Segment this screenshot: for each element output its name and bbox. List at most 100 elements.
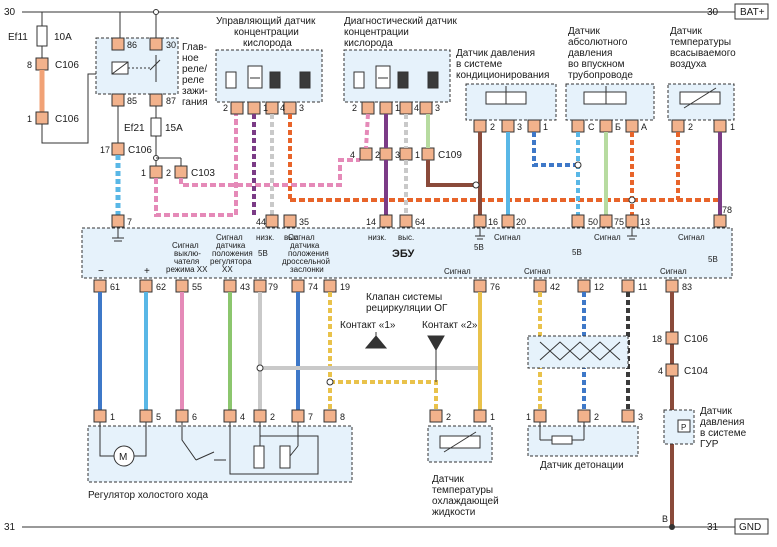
ps-title-4: ГУР — [700, 439, 719, 450]
svg-text:2: 2 — [223, 103, 228, 113]
ecu-pin-61: 61 — [110, 282, 120, 292]
ecu-iac-sig-2: выклю- — [174, 249, 201, 258]
svg-text:4: 4 — [280, 103, 285, 113]
ecu-pin-50: 50 — [588, 217, 598, 227]
ecu-tps-thr-1: Сигнал — [288, 233, 315, 242]
ecu-high-35: выс. — [284, 233, 300, 242]
svg-text:4: 4 — [350, 150, 355, 160]
ecu-low-44: низк. — [256, 233, 274, 242]
ecu-pin-74: 74 — [308, 282, 318, 292]
iat-title-4: воздуха — [670, 59, 707, 70]
ect-title-3: охлаждающей — [432, 496, 499, 507]
c103-label: C103 — [191, 168, 215, 179]
svg-text:1: 1 — [27, 114, 32, 124]
relay-pin-30: 30 — [166, 40, 176, 50]
svg-text:17: 17 — [100, 145, 110, 155]
egr-valve: Клапан системы рециркуляции ОГ Контакт «… — [340, 292, 478, 352]
svg-text:2: 2 — [688, 122, 693, 132]
rail-top-right-num: 30 — [707, 7, 719, 18]
ecu-sig-20: Сигнал — [494, 233, 521, 242]
ecu-top-pins: 7 44 35 14 64 16 20 50 75 13 78 — [111, 205, 732, 228]
ecu-pin-19: 19 — [340, 282, 350, 292]
svg-text:8: 8 — [340, 412, 345, 422]
ecu-sig-83: Сигнал — [660, 267, 687, 276]
map-title-5: трубопроводе — [568, 69, 633, 81]
ecu-sig-78: Сигнал — [678, 233, 705, 242]
ps-title-3: в системе — [700, 428, 747, 439]
iat-sensor: Датчик температуры всасываемого воздуха … — [667, 26, 736, 133]
ecu-5v-50: 5В — [572, 248, 582, 257]
ecu-tps-iac-1: Сигнал — [216, 233, 243, 242]
ps-sensor: 18 C106 4 C104 P Датчик давления в систе… — [652, 292, 747, 530]
o2-control-sensor: Управляющий датчик концентрации кислород… — [215, 16, 323, 115]
ecu-pin-83: 83 — [682, 282, 692, 292]
rail-bottom-label: GND — [739, 522, 761, 533]
o2d-title-2: концентрации — [344, 27, 409, 38]
ecu-minus: − — [98, 266, 104, 277]
ecu-tps-iac-4: регулятора — [210, 257, 252, 266]
relay-title-6: гания — [182, 97, 208, 108]
svg-text:7: 7 — [308, 412, 313, 422]
svg-text:3: 3 — [435, 103, 440, 113]
ecu-iac-sig-4: режима ХХ — [166, 265, 208, 274]
c106-left-bottom: C106 — [55, 114, 79, 125]
rail-top-left-num: 30 — [4, 7, 16, 18]
idle-regulator: 1 5 6 4 2 7 8 M Регулятор холостого хода — [87, 409, 353, 501]
fuse-ef11: Ef11 10A C106 8 1 C106 — [8, 12, 100, 144]
egr-contact-1: Контакт «1» — [340, 320, 396, 331]
svg-text:2: 2 — [446, 412, 451, 422]
relay-title-3: реле/ — [182, 64, 207, 75]
ecu-pin-76: 76 — [490, 282, 500, 292]
ground-letter: B — [662, 514, 668, 524]
svg-text:2: 2 — [166, 168, 171, 178]
ecu-tps-iac-3: положения — [212, 249, 253, 258]
egr-title-2: рециркуляции ОГ — [366, 303, 448, 314]
iat-title-3: всасываемого — [670, 48, 736, 59]
ecu-pin-43: 43 — [240, 282, 250, 292]
svg-text:3: 3 — [517, 122, 522, 132]
rail-top-label: BAT+ — [740, 7, 765, 18]
ac-title-2: в системе — [456, 59, 503, 70]
svg-text:5: 5 — [156, 412, 161, 422]
ecu-sig-75: Сигнал — [594, 233, 621, 242]
iat-title-1: Датчик — [670, 26, 702, 37]
c106-ps: C106 — [684, 334, 708, 345]
ecu-inner-labels: низк. выс. низк. выс. 5В Сигнал 5В Сигна… — [98, 228, 718, 277]
ecu-pin-13: 13 — [640, 217, 650, 227]
ecu-5v-79: 5В — [258, 249, 268, 258]
ecu-pin-44: 44 — [256, 217, 266, 227]
ps-title-2: давления — [700, 417, 744, 428]
ecu-pin-75: 75 — [614, 217, 624, 227]
fuse-ef11-rating: 10A — [54, 32, 72, 43]
o2c-title-2: концентрации — [234, 27, 299, 38]
ecu-pin-20: 20 — [516, 217, 526, 227]
svg-text:2: 2 — [270, 412, 275, 422]
ecu-pin-16: 16 — [488, 217, 498, 227]
ecu-pin-11: 11 — [638, 282, 647, 292]
relay-title-1: Глав- — [182, 42, 207, 53]
ecu-pin-64: 64 — [415, 217, 425, 227]
svg-text:3: 3 — [395, 150, 400, 160]
relay-pin-87: 87 — [166, 96, 176, 106]
ecu-pin-78: 78 — [722, 205, 732, 215]
svg-text:2: 2 — [375, 150, 380, 160]
svg-text:8: 8 — [27, 60, 32, 70]
svg-text:6: 6 — [192, 412, 197, 422]
gnd-rail: 31 31 GND — [4, 518, 769, 535]
svg-text:1: 1 — [415, 150, 420, 160]
svg-text:1: 1 — [110, 412, 115, 422]
egr-contact-2: Контакт «2» — [422, 320, 478, 331]
o2c-title-3: кислорода — [243, 38, 292, 49]
relay-title-2: ное — [182, 53, 199, 64]
ps-letter: P — [681, 423, 686, 432]
ecu-pin-62: 62 — [156, 282, 166, 292]
ecu-bottom-pins: 61 62 55 43 79 74 19 76 42 12 11 83 — [93, 279, 692, 293]
ecu-plus: + — [144, 266, 150, 277]
ecu-block: ЭБУ — [81, 227, 733, 279]
fuse-ef11-label: Ef11 — [8, 32, 28, 43]
ecu-pin-14: 14 — [366, 217, 376, 227]
map-title-2: абсолютного — [568, 36, 628, 48]
svg-text:2: 2 — [594, 412, 599, 422]
ecu-tps-thr-5: заслонки — [290, 265, 324, 274]
